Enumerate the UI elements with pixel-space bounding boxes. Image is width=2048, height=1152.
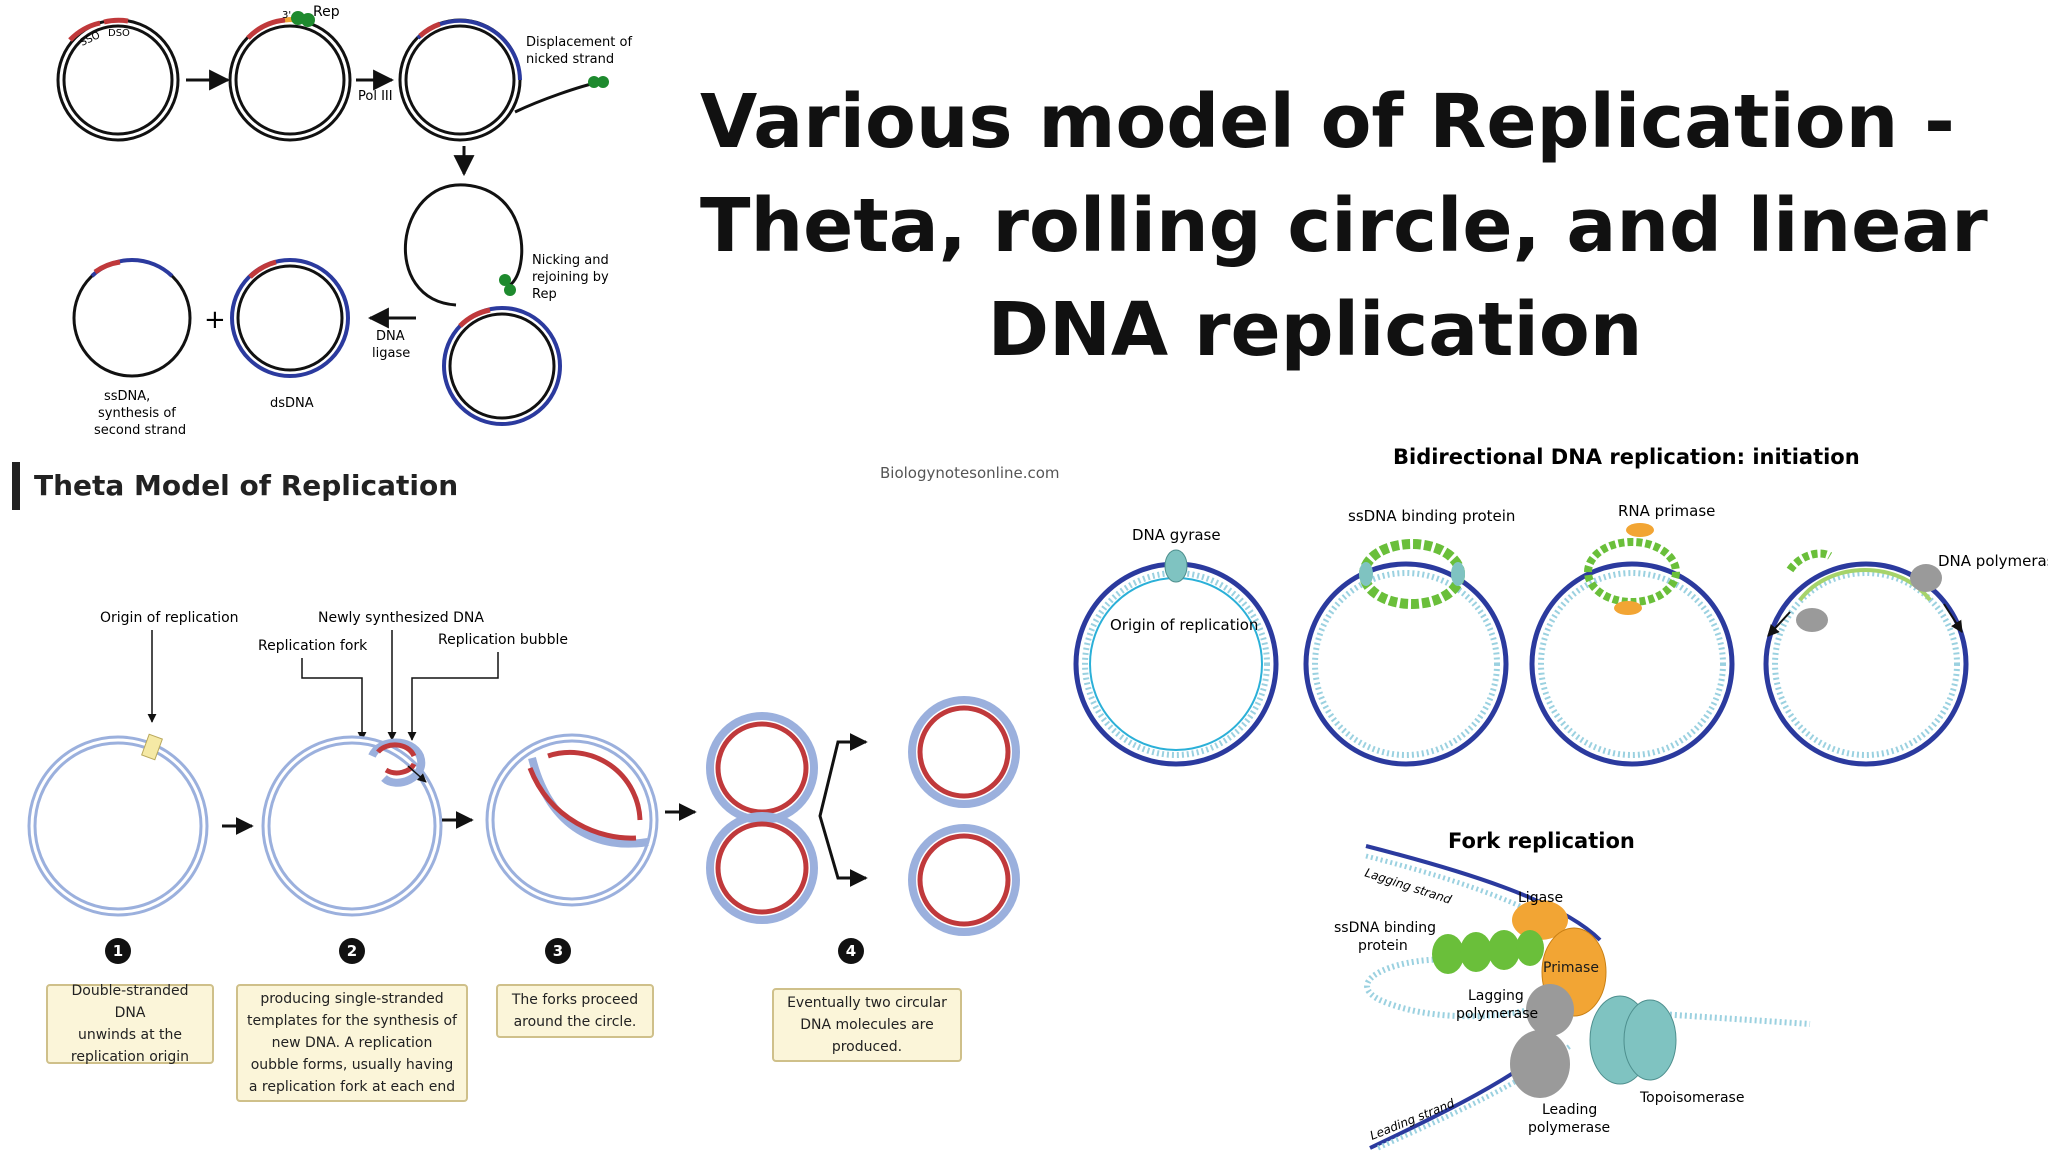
- leading-pol-label-1: Leading: [1542, 1102, 1597, 1118]
- theta-stage-4: [706, 696, 1020, 936]
- step-caption-3: The forks proceed around the circle.: [496, 984, 654, 1038]
- three-prime-label: 3': [282, 10, 291, 21]
- step-caption-4: Eventually two circular DNA molecules ar…: [772, 988, 962, 1062]
- nicking-label-3: Rep: [532, 287, 557, 302]
- step-1-caption-line: unwinds at the: [77, 1027, 183, 1043]
- step-4-caption-line: DNA molecules are: [800, 1017, 934, 1033]
- step-badge-1: 1: [105, 938, 131, 964]
- dsdna-circle: dsDNA: [230, 258, 350, 411]
- theta-stage-3: [485, 733, 659, 907]
- ssdna-label-3: second strand: [94, 423, 186, 438]
- theta-stage-2: [261, 735, 443, 917]
- ligase-label: Ligase: [1518, 890, 1563, 906]
- step-caption-2: producing single-stranded templates for …: [236, 984, 468, 1102]
- step-3-caption-line: around the circle.: [513, 1014, 637, 1030]
- step-2-caption-line: new DNA. A replication: [271, 1035, 433, 1051]
- bidirectional-stage-4: DNA polymerase: [1763, 549, 2048, 767]
- ligase-label-2: ligase: [372, 346, 410, 361]
- primase-fork-label: Primase: [1543, 960, 1599, 976]
- lagging-polymerase-icon: [1526, 984, 1574, 1036]
- topoisomerase-label: Topoisomerase: [1639, 1090, 1744, 1106]
- primase-label: RNA primase: [1618, 502, 1715, 520]
- step-4-caption-line: Eventually two circular: [787, 995, 947, 1011]
- lagging-pol-label-2: polymerase: [1456, 1006, 1538, 1022]
- bidirectional-stage-3: RNA primase: [1529, 502, 1735, 767]
- ssb-label: ssDNA binding protein: [1348, 507, 1515, 525]
- ssdna-circle: ssDNA, synthesis of second strand: [72, 258, 192, 438]
- plus-sign: +: [204, 305, 226, 335]
- rep-label: Rep: [313, 4, 340, 20]
- replication-fork-label: Replication fork: [258, 638, 368, 654]
- main-title-line-3: DNA replication: [987, 287, 1643, 373]
- ssdna-label-2: synthesis of: [98, 406, 176, 421]
- newly-synthesized-label: Newly synthesized DNA: [318, 610, 484, 626]
- step-caption-1: Double-stranded DNA unwinds at the repli…: [46, 983, 214, 1065]
- theta-heading: Theta Model of Replication: [12, 462, 458, 510]
- leading-pol-label-2: polymerase: [1528, 1120, 1610, 1136]
- replication-bubble-label: Replication bubble: [438, 632, 568, 648]
- ligase-label-1: DNA: [376, 329, 405, 344]
- bidirectional-title: Bidirectional DNA replication: initiatio…: [1393, 445, 1860, 469]
- plasmid-stage-1: SSO DSO: [56, 17, 180, 142]
- gyrase-icon: [1164, 549, 1188, 583]
- step-3-caption-line: The forks proceed: [511, 992, 639, 1008]
- fork-title: Fork replication: [1448, 829, 1635, 853]
- primase-icon: [1626, 523, 1654, 537]
- step-badge-3: 3: [545, 938, 571, 964]
- main-title: Various model of Replication - Theta, ro…: [700, 70, 1988, 382]
- ssb-fork-label-2: protein: [1358, 938, 1408, 954]
- theta-stage-1: [27, 733, 209, 917]
- step-badge-2: 2: [339, 938, 365, 964]
- lagging-pol-label-1: Lagging: [1468, 988, 1524, 1004]
- bidirectional-stage-1: DNA gyrase Origin of replication: [1073, 526, 1279, 767]
- theta-diagram: Origin of replication Newly synthesized …: [27, 610, 1020, 950]
- origin-label-bidirectional: Origin of replication: [1110, 616, 1258, 634]
- plasmid-stage-3: Displacement of nicked strand: [398, 18, 632, 142]
- lagging-strand-label: Lagging strand: [1363, 866, 1453, 907]
- plasmid-stage-2: 3' Rep: [228, 4, 352, 142]
- origin-label: Origin of replication: [100, 610, 239, 626]
- pol3-label: Pol III: [358, 89, 393, 104]
- step-1-caption-line: replication origin: [70, 1049, 190, 1065]
- gyrase-label: DNA gyrase: [1132, 526, 1221, 544]
- step-badge-4: 4: [838, 938, 864, 964]
- main-title-line-1: Various model of Replication -: [700, 79, 1955, 165]
- dna-polymerase-label: DNA polymerase: [1938, 552, 2048, 570]
- step-2-caption-line: templates for the synthesis of: [247, 1013, 457, 1029]
- fork-diagram: Fork replication Lagging strand Ligase s…: [1334, 829, 1811, 1151]
- step-2-caption-line: a replication fork at each end: [248, 1079, 456, 1095]
- origin-marker: [141, 733, 163, 761]
- step-4-caption-line: produced.: [831, 1039, 903, 1055]
- ssb-fork-icon: [1432, 934, 1464, 974]
- leading-polymerase-icon: [1510, 1030, 1570, 1098]
- displacement-label-2: nicked strand: [526, 52, 614, 67]
- dso-label: DSO: [108, 28, 130, 39]
- ssdna-label-1: ssDNA,: [104, 389, 150, 404]
- bidirectional-diagram: Bidirectional DNA replication: initiatio…: [1073, 445, 2048, 767]
- nicking-label-2: rejoining by: [532, 270, 609, 285]
- dsdna-label: dsDNA: [270, 396, 314, 411]
- ligase-icon: [1512, 900, 1568, 940]
- main-title-line-2: Theta, rolling circle, and linear: [700, 183, 1988, 269]
- bidirectional-stage-2: ssDNA binding protein: [1303, 507, 1515, 767]
- dna-polymerase-icon: [1910, 564, 1942, 592]
- source-watermark: Biologynotesonline.com: [880, 464, 1060, 482]
- step-2-caption-line: oubble forms, usually having: [250, 1057, 454, 1073]
- plasmid-stage-4: Nicking and rejoining by Rep: [403, 183, 609, 426]
- step-2-caption-line: producing single-stranded: [260, 991, 444, 1007]
- step-1-caption-line: Double-stranded DNA: [71, 983, 189, 1021]
- ssb-fork-label-1: ssDNA binding: [1334, 920, 1436, 936]
- nicking-label-1: Nicking and: [532, 253, 609, 268]
- rolling-circle-diagram: SSO DSO 3' Rep Pol III Displacement of n…: [56, 4, 632, 438]
- displacement-label-1: Displacement of: [526, 35, 632, 50]
